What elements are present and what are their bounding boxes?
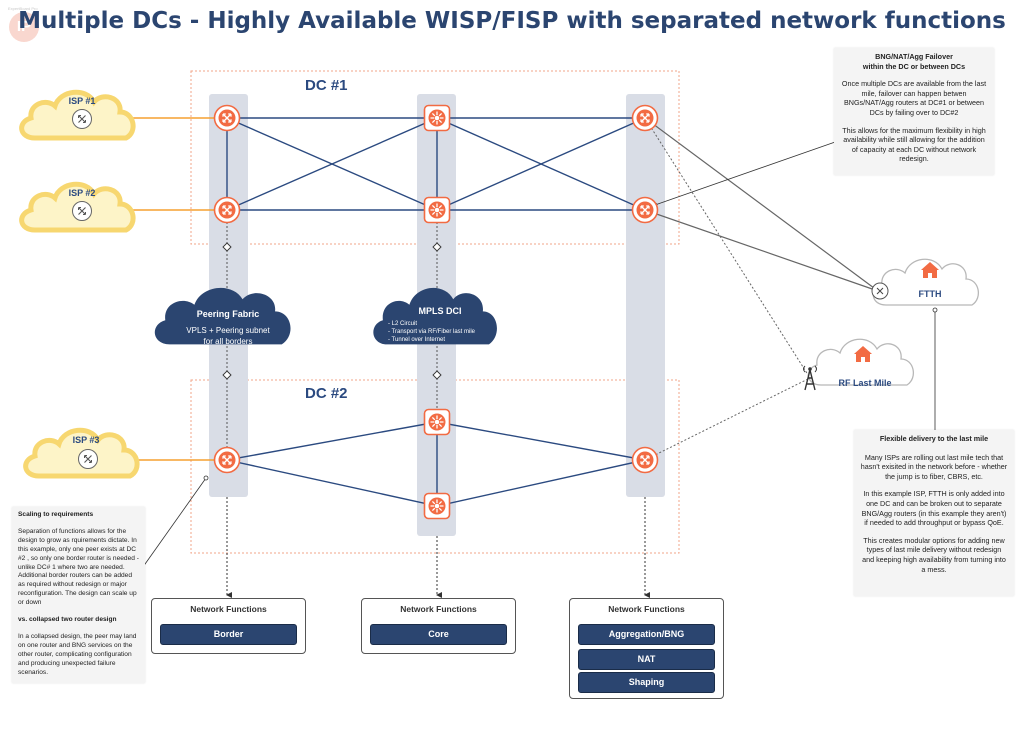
nf-item-nat[interactable]: NAT xyxy=(578,649,715,670)
peering-fabric-line1: VPLS + Peering subnet xyxy=(186,326,270,335)
nf-title: Network Functions xyxy=(400,604,477,614)
dc2-core-switch-1 xyxy=(423,408,451,436)
dc2-label: DC #2 xyxy=(305,385,348,402)
ftth-home-icon xyxy=(921,262,939,278)
mpls-dci-item: - Transport via RF/Fiber last mile xyxy=(388,329,476,335)
isp2-label: ISP #2 xyxy=(68,188,96,198)
rf-links xyxy=(644,117,811,461)
isp1-router-icon xyxy=(71,108,93,130)
mpls-dci-item: - Tunnel over Internet xyxy=(388,337,446,343)
failover-heading-1: BNG/NAT/Agg Failover xyxy=(875,52,953,61)
network-functions-core: Network Functions Core xyxy=(361,598,516,654)
failover-heading-2: within the DC or between DCs xyxy=(862,61,966,71)
rf-home-icon xyxy=(854,346,872,362)
nf-item-border[interactable]: Border xyxy=(160,624,297,645)
scaling-para-1: Separation of functions allows for the d… xyxy=(18,527,139,607)
dc1-agg-router-1 xyxy=(631,104,659,132)
mpls-dci-title: MPLS DCI xyxy=(418,306,462,316)
network-functions-border: Network Functions Border xyxy=(151,598,306,654)
dc2-border-router xyxy=(213,446,241,474)
dc1-border-router-1 xyxy=(213,104,241,132)
scaling-heading: Scaling to requirements xyxy=(18,511,94,518)
nf-item-aggregation-bng[interactable]: Aggregation/BNG xyxy=(578,624,715,645)
dc1-core-switch-2 xyxy=(423,196,451,224)
logo-subtext: ExpertBoard Pro xyxy=(8,6,38,11)
collapsed-heading: vs. collapsed two router design xyxy=(18,616,117,624)
network-functions-agg: Network Functions Aggregation/BNG NAT Sh… xyxy=(569,598,724,699)
dc2-core-switch-2 xyxy=(423,492,451,520)
flexible-para-2: In this example ISP, FTTH is only added … xyxy=(861,489,1007,528)
flexible-para-1: Many ISPs are rolling out last mile tech… xyxy=(860,452,1008,481)
dc1-border-router-2 xyxy=(213,196,241,224)
function-arrows xyxy=(226,497,650,598)
nf-item-shaping[interactable]: Shaping xyxy=(578,672,715,693)
dc1-mesh xyxy=(226,117,646,211)
isp3-router-icon xyxy=(77,448,99,470)
nf-item-core[interactable]: Core xyxy=(370,624,507,645)
nf-title: Network Functions xyxy=(190,604,267,614)
nf-title: Network Functions xyxy=(608,604,685,614)
flexible-delivery-note: Flexible delivery to the last mile Many … xyxy=(854,430,1014,596)
mpls-dci-item: - L2 Circuit xyxy=(388,321,418,327)
rf-tower-icon xyxy=(803,365,817,391)
diamond-connectors xyxy=(222,242,442,380)
failover-para-2: This allows for the maximum flexibility … xyxy=(842,125,986,164)
isp1-label: ISP #1 xyxy=(68,96,96,106)
dc1-agg-router-2 xyxy=(631,196,659,224)
agg-column xyxy=(626,94,665,497)
failover-para-1: Once multiple DCs are available from the… xyxy=(841,79,987,117)
ftth-links xyxy=(644,117,879,292)
flexible-heading: Flexible delivery to the last mile xyxy=(879,434,989,443)
ftth-cloud xyxy=(872,258,980,306)
isp2-router-icon xyxy=(71,200,93,222)
page-title: Multiple DCs - Highly Available WISP/FIS… xyxy=(18,8,1006,34)
logo: IP xyxy=(9,12,39,42)
rf-last-mile-label: RF Last Mile xyxy=(838,378,892,388)
rf-last-mile-cloud xyxy=(807,338,915,386)
scaling-note: Scaling to requirements Separation of fu… xyxy=(12,507,145,683)
failover-note: BNG/NAT/Agg Failover within the DC or be… xyxy=(834,48,994,175)
peering-fabric-line2: for all borders xyxy=(203,337,253,346)
dc1-core-switch-1 xyxy=(423,104,451,132)
callout-lines xyxy=(137,140,936,575)
dc1-label: DC #1 xyxy=(305,77,348,94)
collapsed-para: In a collapsed design, the peer may land… xyxy=(18,632,137,676)
flexible-para-3: This creates modular options for adding … xyxy=(862,535,1006,574)
isp3-label: ISP #3 xyxy=(72,435,100,445)
ftth-label: FTTH xyxy=(918,289,942,299)
ftth-router-icon xyxy=(871,282,889,300)
dc2-agg-router xyxy=(631,446,659,474)
peering-fabric-title: Peering Fabric xyxy=(196,309,260,319)
